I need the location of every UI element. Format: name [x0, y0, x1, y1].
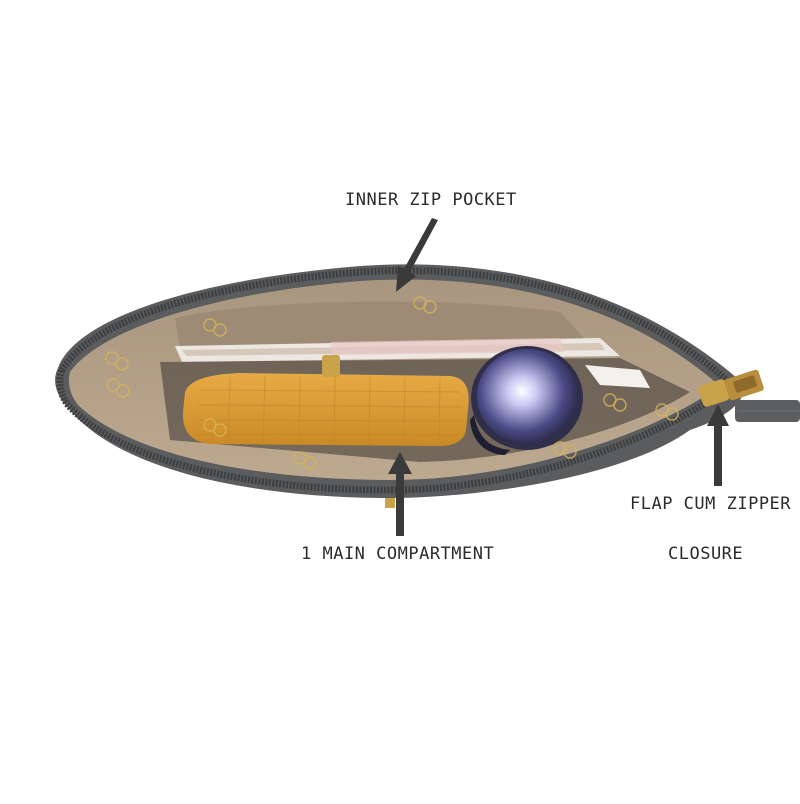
paper-sheet [585, 365, 650, 388]
arrow-main-compartment [388, 452, 412, 536]
arrow-flap-closure [707, 404, 729, 486]
callout-arrows [388, 218, 729, 536]
water-bottle [470, 346, 583, 455]
wallet-clasp [322, 355, 340, 377]
inner-pocket [175, 301, 590, 350]
lining-pattern [105, 296, 679, 470]
bag-foot [385, 498, 395, 508]
arrow-inner-pocket [396, 218, 438, 292]
zipper-track [56, 267, 738, 494]
flap-closure-label-line2: CLOSURE [668, 544, 744, 564]
wallet [182, 355, 469, 446]
zipper-pull [698, 369, 764, 407]
main-compartment-label: 1 MAIN COMPARTMENT [301, 544, 495, 564]
inner-zip-pocket-label: INNER ZIP POCKET [345, 190, 517, 210]
flap-closure-label-line1: FLAP CUM ZIPPER [630, 494, 792, 514]
shoulder-strap [735, 400, 800, 422]
